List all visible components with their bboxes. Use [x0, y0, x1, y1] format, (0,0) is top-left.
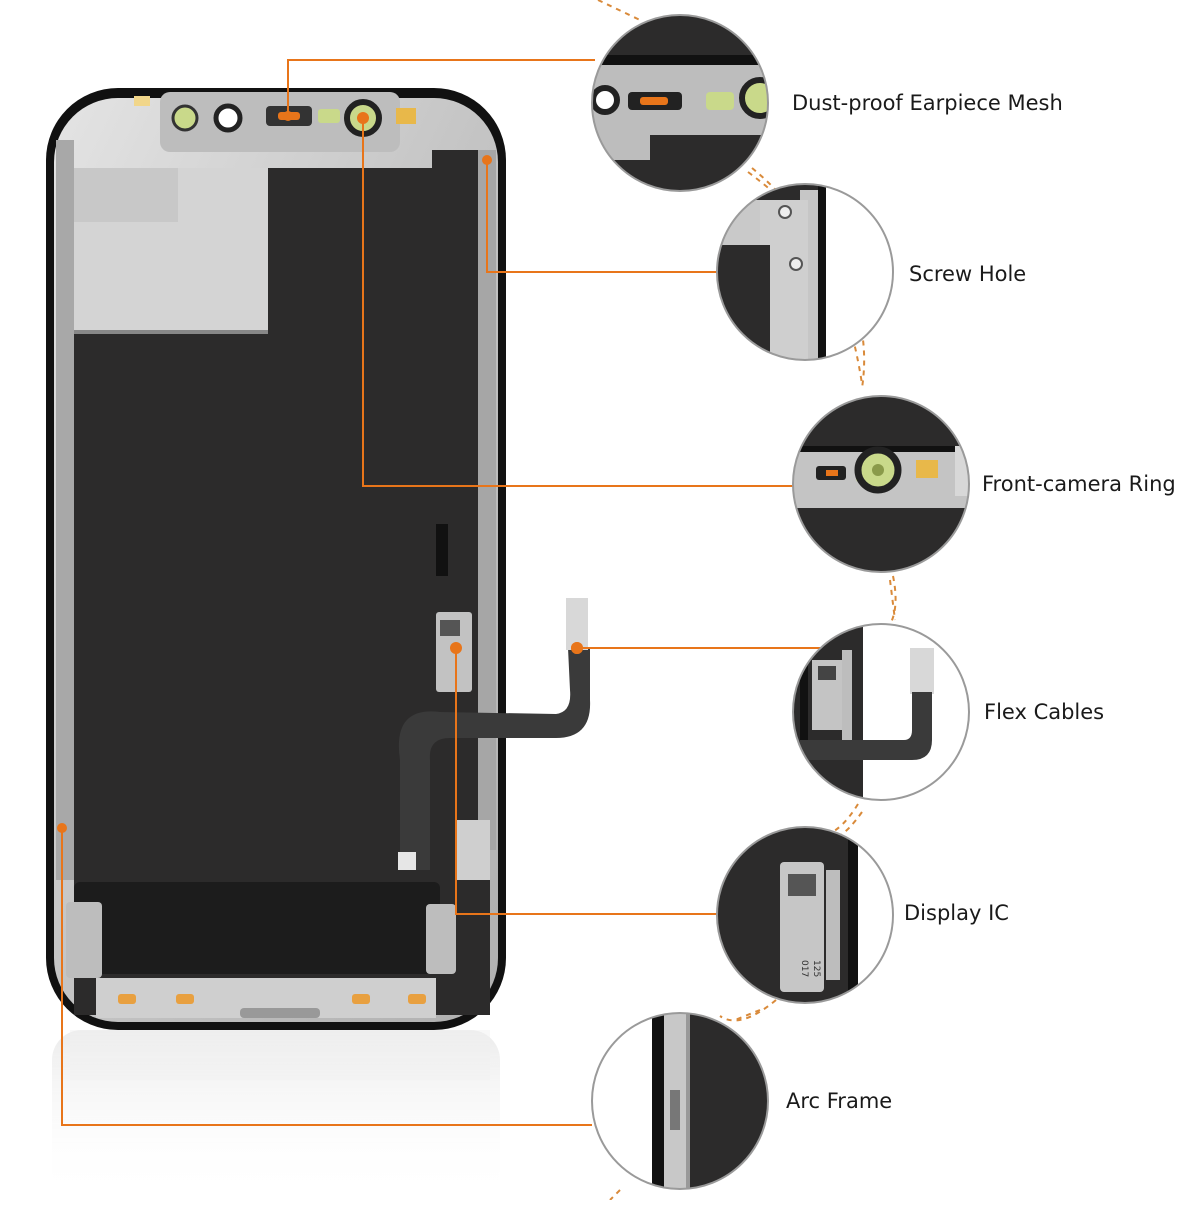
label-arc-frame: Arc Frame — [786, 1089, 893, 1113]
zoom-circle-screw-hole — [716, 183, 894, 361]
zoom-circle-arc-frame — [591, 1012, 769, 1190]
phone-reflection — [52, 1030, 500, 1200]
flex-connector-tip — [566, 598, 588, 650]
proximity-sensor-ring — [171, 104, 199, 132]
label-screw-hole: Screw Hole — [909, 262, 1027, 286]
flex-cable — [398, 648, 591, 870]
label-earpiece-mesh: Dust-proof Earpiece Mesh — [792, 91, 1063, 115]
dic-code-1: 017 — [799, 960, 809, 977]
leader-arc — [61, 828, 592, 1126]
right-rail — [478, 150, 496, 850]
shield-plate — [74, 168, 268, 330]
zoom-circle-earpiece — [591, 14, 769, 192]
leader-earpiece — [287, 59, 595, 116]
leader-screw — [486, 160, 717, 273]
zoom-circle-front-camera — [792, 395, 970, 573]
zoom-circle-flex-cables — [792, 623, 970, 801]
leader-lines — [61, 59, 825, 1126]
left-rail — [56, 140, 74, 880]
leader-dots — [57, 111, 583, 833]
bottom-connector — [74, 882, 440, 974]
display-panel — [74, 150, 490, 1015]
label-display-ic: Display IC — [904, 901, 1009, 925]
label-flex-cables: Flex Cables — [984, 700, 1105, 724]
zoom-circle-display-ic: 017 125 — [716, 826, 894, 1004]
leader-camera — [362, 118, 793, 487]
leader-dic — [455, 648, 717, 915]
label-front-camera-ring: Front-camera Ring — [982, 472, 1176, 496]
front-camera-hole — [213, 103, 243, 133]
lcd-assembly — [46, 88, 591, 1030]
dic-code-2: 125 — [811, 960, 821, 977]
